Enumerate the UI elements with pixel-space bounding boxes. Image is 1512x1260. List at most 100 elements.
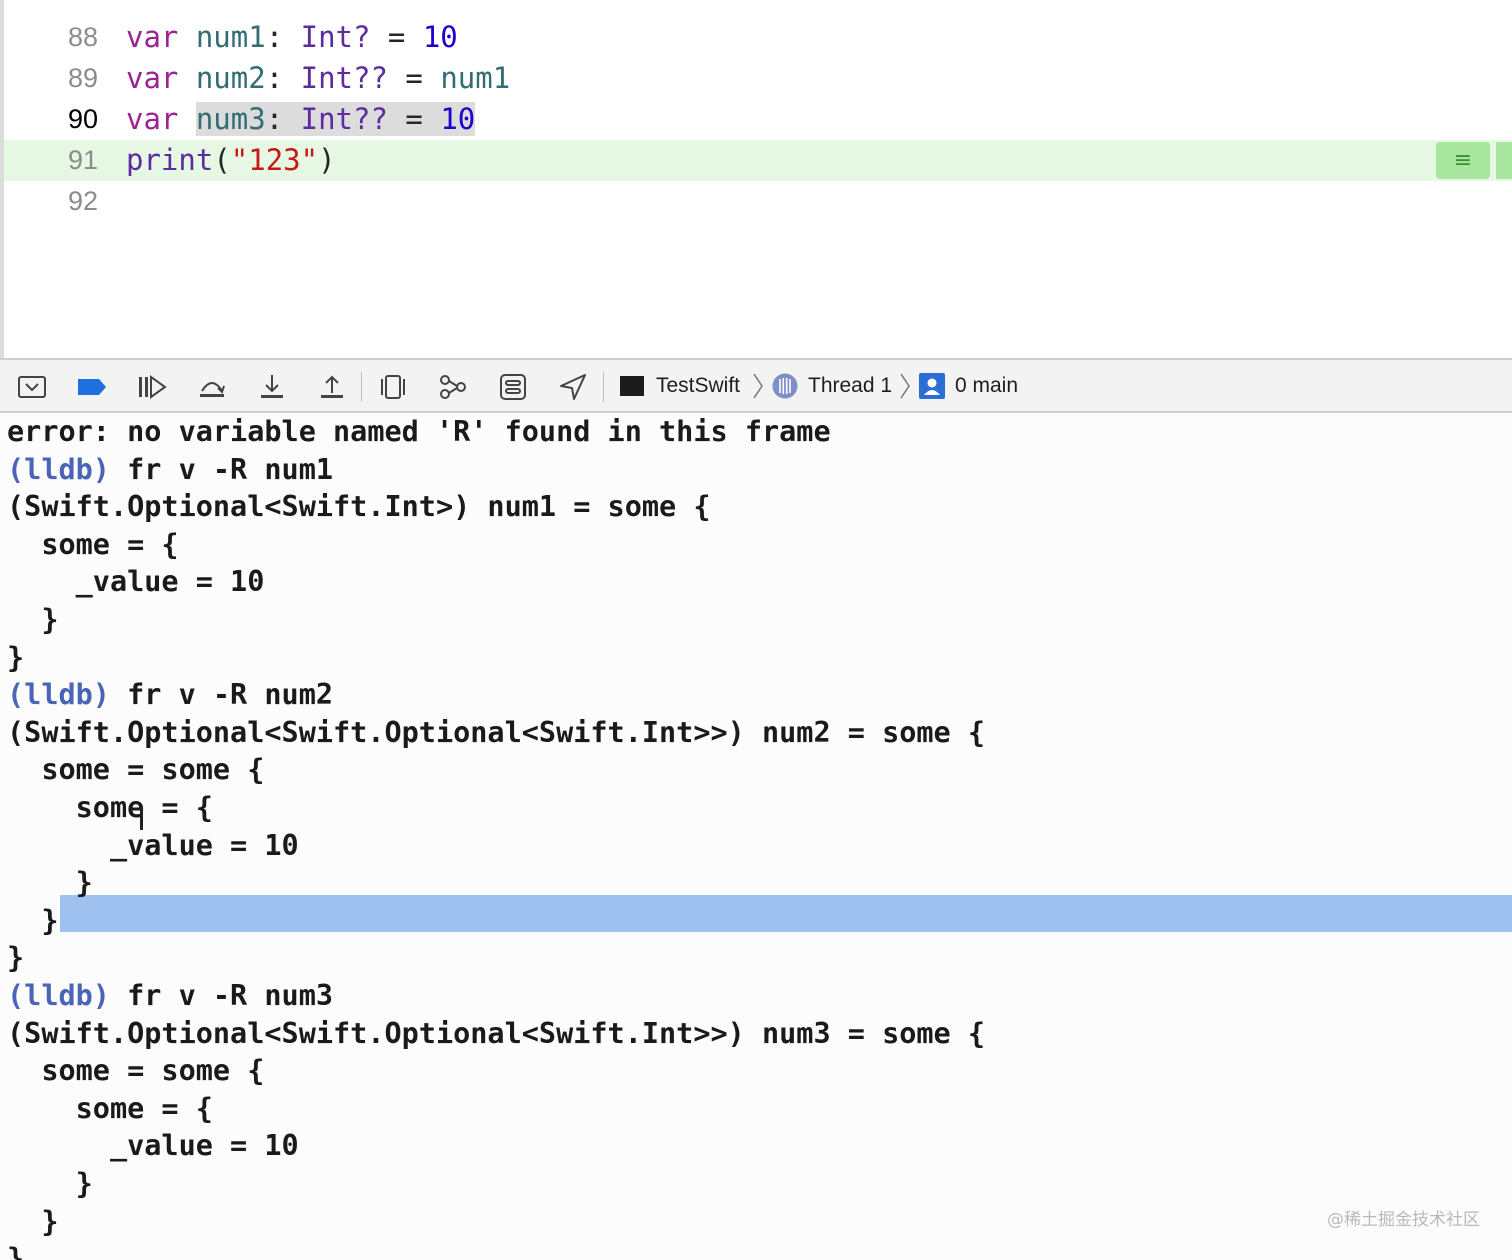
console-output-line: } [7,902,58,939]
code-token: var [126,61,196,95]
code-line-89[interactable]: 89 var num2: Int?? = num1 [4,58,1512,99]
code-token: Int?? [300,61,388,95]
lldb-prompt: (lldb) [7,979,110,1012]
code-token: var [126,20,196,54]
chevron-right-icon [752,372,764,400]
code-token: Int?? [300,102,388,136]
thread-marker-edge[interactable] [1496,142,1512,179]
line-number: 91 [67,145,98,175]
environment-overrides-icon[interactable] [497,371,529,403]
step-out-icon[interactable] [316,371,348,403]
lldb-prompt: (lldb) [7,452,110,486]
breadcrumb-thread[interactable]: Thread 1 [771,360,892,411]
console-output-line: error: no variable named 'R' found in th… [7,413,831,450]
breakpoints-toggle-icon[interactable] [76,371,108,403]
code-text[interactable]: var num1: Int? = 10 [126,17,458,58]
breadcrumb-frame[interactable]: 0 main [918,360,1018,411]
console-output-line: some = { [7,1090,213,1127]
step-into-icon[interactable] [256,371,288,403]
console-command-line: (lldb) fr v -R num1 [7,451,333,488]
code-token: : [265,20,301,54]
console-output-line: _value = 10 [7,1127,299,1164]
line-number: 90 [67,104,98,134]
code-token: = [370,20,423,54]
console-output-line: some = some { [7,1052,264,1089]
code-token: var [126,102,196,136]
console-text: } [7,941,25,975]
breadcrumb-thread-label: Thread 1 [808,373,893,397]
console-output-line: some = { [7,526,179,563]
console-text: } [7,640,25,674]
stack-frame-icon [918,372,946,400]
code-text[interactable]: var num3: Int?? = 10 [126,99,476,140]
code-token: num1 [440,61,511,95]
selection-highlight [60,895,1512,932]
text-cursor-icon [140,806,143,830]
line-number: 89 [67,63,98,93]
code-token: = [387,61,441,95]
console-text: (Swift.Optional<Swift.Int>) num1 = some … [7,490,711,524]
console-text: some = { [7,791,213,824]
console-output-line: } [7,639,24,676]
console-text: } [7,903,59,937]
instruction-pointer-marker[interactable]: ≡ [1436,142,1490,179]
chevron-right-icon [899,372,911,400]
code-text[interactable]: print("123") [126,140,336,181]
console-text: some = { [7,527,179,561]
code-token: Int? [300,20,371,54]
code-token: "123" [230,143,319,177]
toolbar-separator [361,372,362,402]
app-target-icon [620,375,644,396]
code-token: : [265,102,301,136]
console-output-line: (Swift.Optional<Swift.Optional<Swift.Int… [7,1015,985,1052]
breadcrumb-target[interactable]: TestSwift [620,360,740,411]
console-text: } [7,1167,93,1200]
console-text: } [7,1242,25,1260]
thread-icon [771,372,799,400]
console-text: some = some { [7,753,265,787]
code-token: ) [318,143,336,177]
code-token: = [387,102,441,136]
source-editor[interactable]: 88 var num1: Int? = 10 89 var num2: Int?… [0,0,1512,358]
debug-bar: TestSwift Thread 1 0 main [0,358,1512,413]
code-text[interactable]: var num2: Int?? = num1 [126,58,510,99]
watermark: @稀土掘金技术社区 [1327,1210,1480,1230]
console-text: fr v -R num2 [109,678,334,712]
code-line-88[interactable]: 88 var num1: Int? = 10 [4,17,1512,58]
console-text: some = some { [7,1054,265,1088]
console-text: _value = 10 [7,828,299,862]
console-text: (Swift.Optional<Swift.Optional<Swift.Int… [7,715,986,749]
hide-debug-area-icon[interactable] [16,371,48,403]
console-output-line: some = { [7,789,213,826]
breadcrumb-frame-label: 0 main [955,373,1019,397]
step-over-icon[interactable] [196,371,228,403]
debug-console[interactable]: error: no variable named 'R' found in th… [0,413,1512,1260]
console-command-line: (lldb) fr v -R num3 [7,977,333,1014]
console-text: _value = 10 [7,1129,299,1163]
console-output-line: some = some { [7,751,264,788]
line-number: 92 [67,186,98,216]
code-line-90[interactable]: 90 var num3: Int?? = 10 [4,99,1512,140]
code-line-91-current[interactable]: 91 print("123") ≡ [4,140,1512,181]
code-token: 10 [422,20,458,54]
code-token: ( [213,143,231,177]
code-line-92[interactable]: 92 [4,181,1512,222]
console-text: } [7,866,93,900]
code-token: : [265,61,301,95]
console-text: fr v -R num1 [109,452,334,486]
simulate-location-icon[interactable] [557,371,589,403]
view-hierarchy-icon[interactable] [377,371,409,403]
memory-graph-icon[interactable] [437,371,469,403]
console-text: (Swift.Optional<Swift.Optional<Swift.Int… [7,1016,986,1050]
breadcrumb-target-label: TestSwift [656,373,741,397]
continue-icon[interactable] [136,371,168,403]
code-token: 10 [440,102,476,136]
code-token: print [126,143,214,177]
console-output-line: _value = 10 [7,827,299,864]
code-token: num1 [195,20,266,54]
lldb-prompt: (lldb) [7,678,110,712]
code-token: num3 [195,102,266,136]
console-output-line: } [7,601,58,638]
console-output-line: (Swift.Optional<Swift.Int>) num1 = some … [7,488,711,525]
console-output-line: } [7,1165,93,1202]
